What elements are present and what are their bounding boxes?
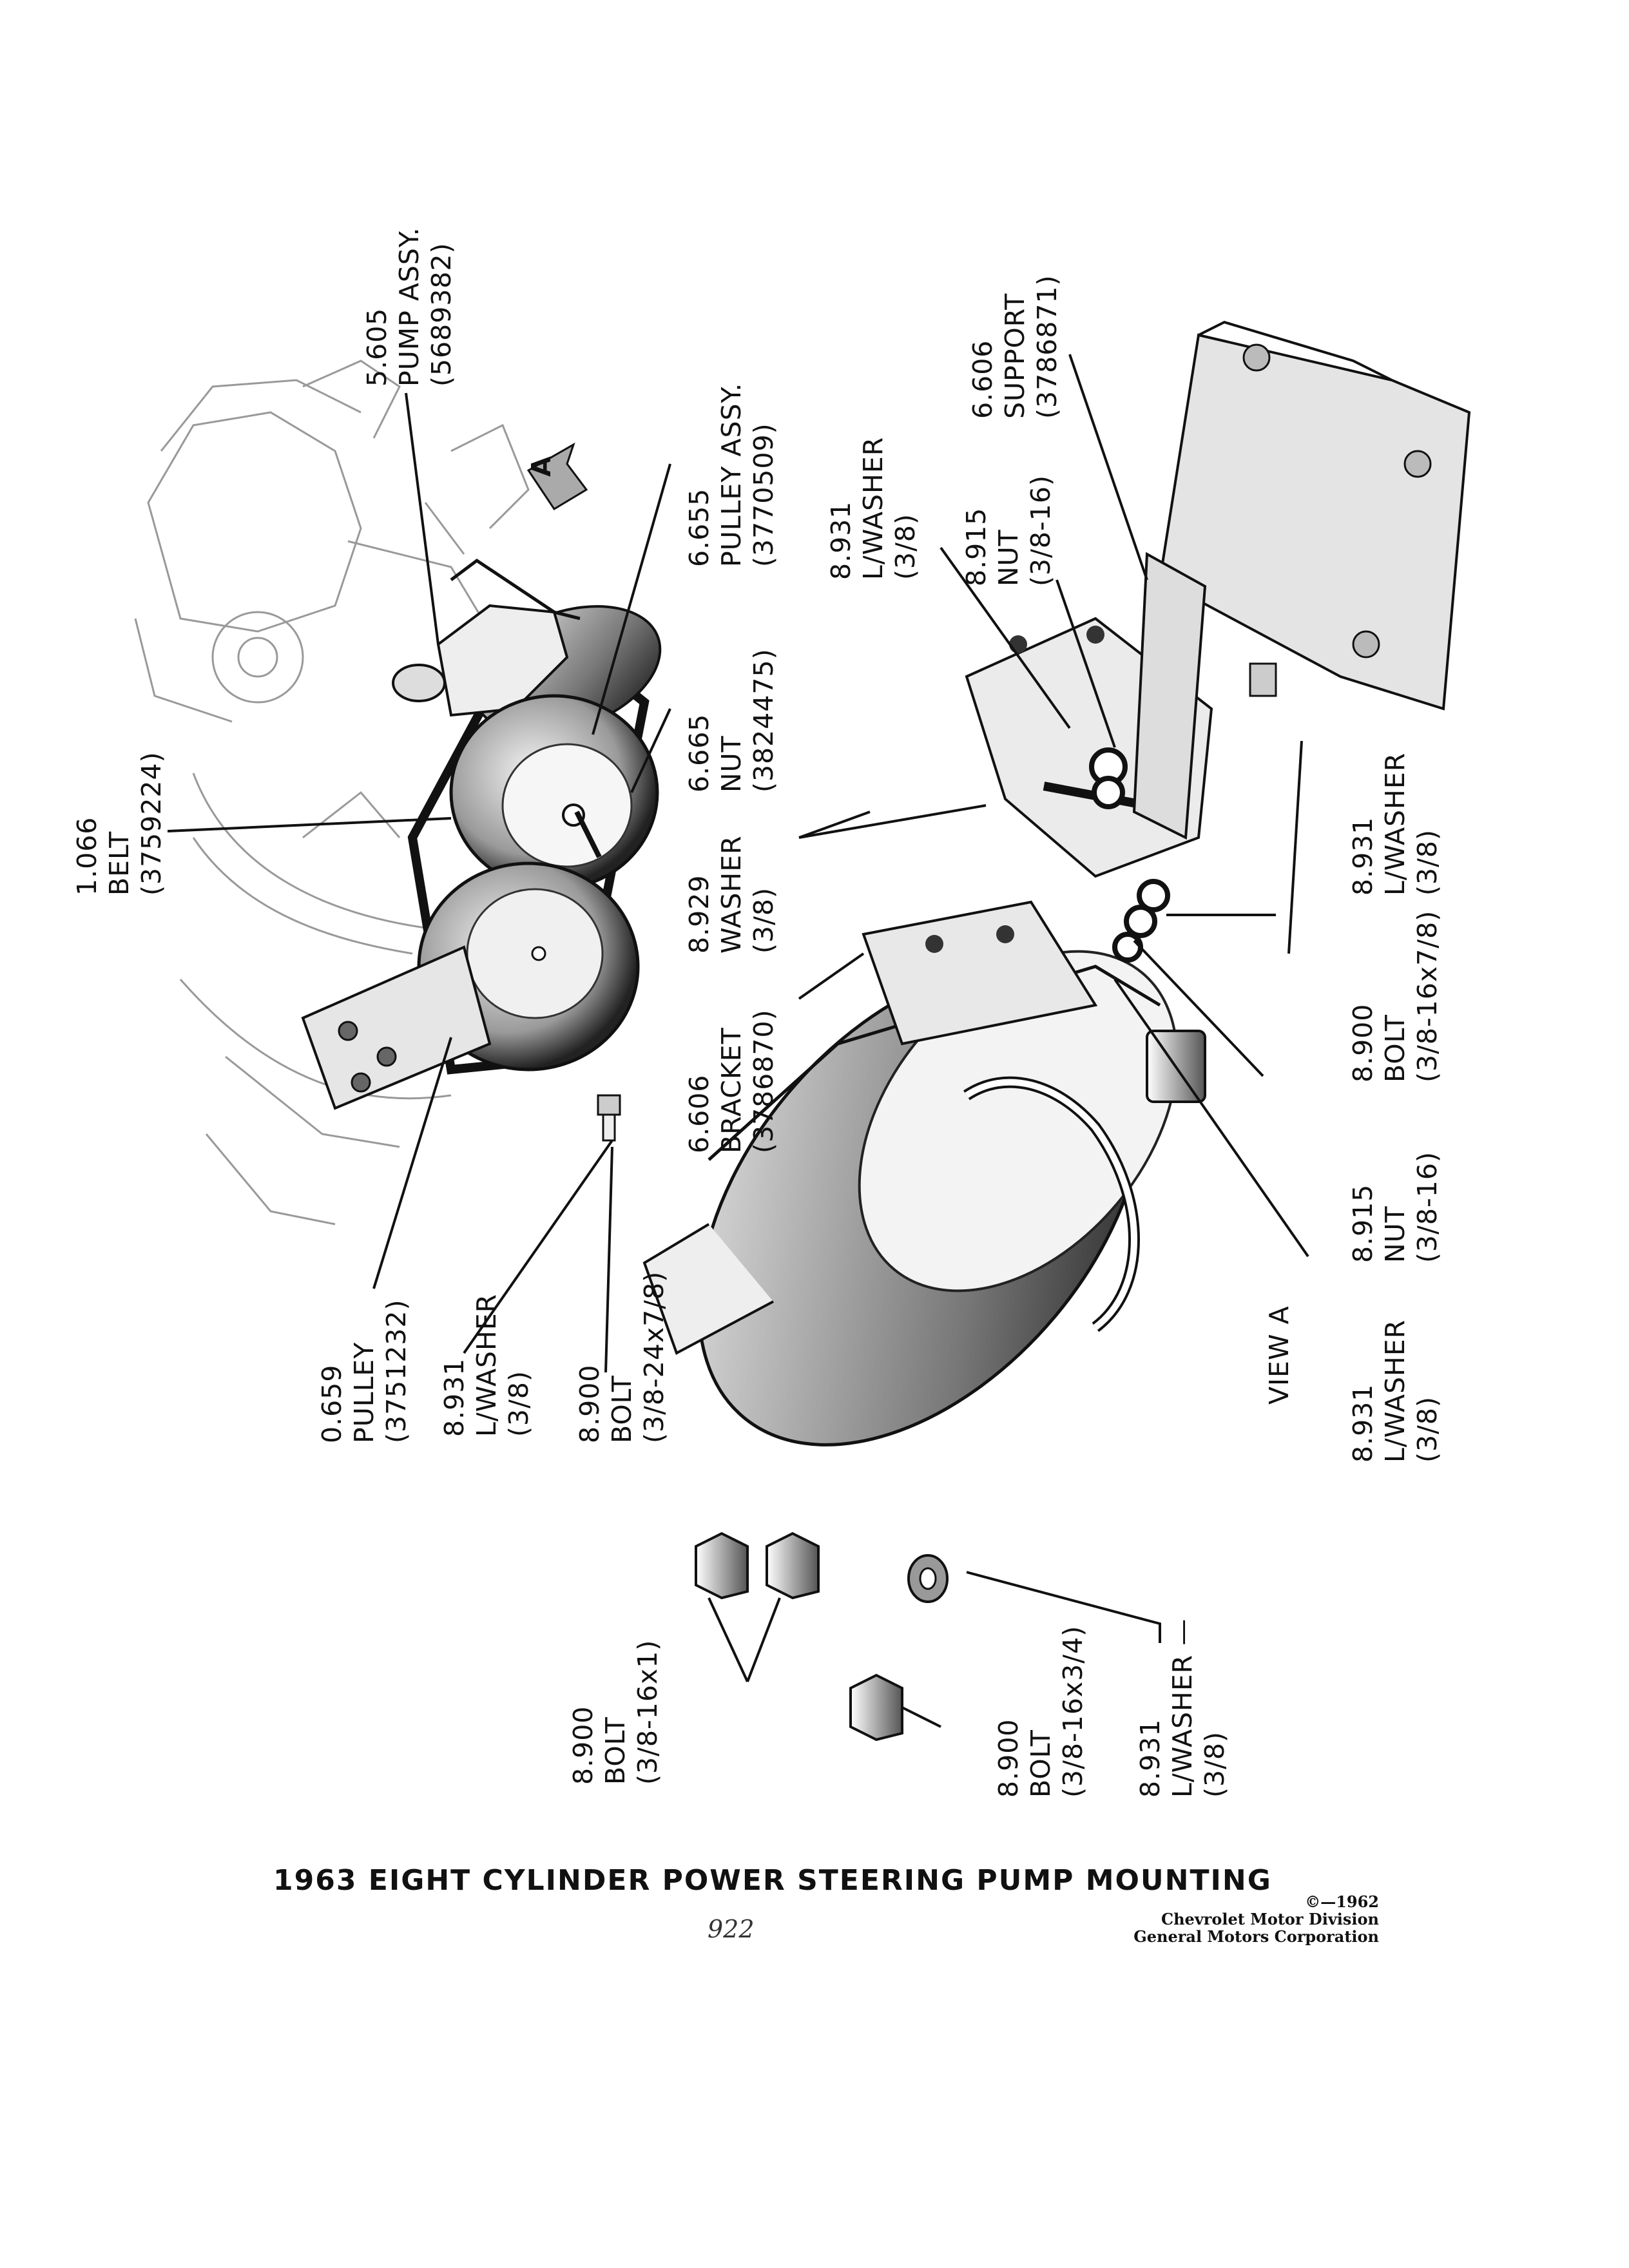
lwasher-pulley-part: (3/8)	[503, 1370, 534, 1437]
support	[1132, 320, 1471, 840]
callout-lwasher-pulley: 8.931 L/WASHER (3/8)	[438, 1294, 535, 1437]
nut-mid-part: (3/8-16)	[1412, 1151, 1443, 1263]
lwasher-viewa-part: (3/8)	[1412, 1396, 1443, 1463]
callout-bolt-right: 8.900 BOLT (3/8-16x7/8)	[1347, 910, 1443, 1082]
pump-body-view-a	[642, 950, 1206, 1446]
support-num: 6.606	[967, 340, 998, 419]
washer-8929-num: 8.929	[684, 874, 715, 954]
lwasher-right-num: 8.931	[1347, 816, 1378, 896]
callout-lwasher-viewa: 8.931 L/WASHER (3/8)	[1347, 1320, 1443, 1463]
bolt-bottom1-part: (3/8-16x1)	[632, 1639, 663, 1785]
pulley-num: 0.659	[316, 1364, 347, 1443]
bolt-right-num: 8.900	[1347, 1003, 1378, 1082]
nut-mid-num: 8.915	[1347, 1184, 1378, 1263]
view-a-label: VIEW A	[1264, 1305, 1295, 1405]
callout-arrow-a: A	[525, 456, 557, 477]
bolt-right-name: BOLT	[1380, 1014, 1411, 1082]
pump-assy-num: 5.605	[361, 307, 392, 387]
callout-support: 6.606 SUPPORT (3786871)	[967, 274, 1063, 419]
copyright-notice: ©—1962 Chevrolet Motor Division General …	[1121, 1893, 1379, 1945]
belt-part: (3759224)	[136, 751, 167, 896]
lwasher-bottom-num: 8.931	[1135, 1718, 1166, 1798]
nut-6665-name: NUT	[716, 735, 747, 793]
nut-mid-name: NUT	[1380, 1206, 1411, 1263]
pump-assy-part: (5689382)	[426, 242, 457, 387]
callout-nut-6665: 6.665 NUT (3824475)	[683, 648, 780, 793]
callout-nut-top: 8.915 NUT (3/8-16)	[960, 475, 1057, 586]
crank-pulley	[301, 861, 640, 1110]
callout-pulley-assy: 6.655 PULLEY ASSY. (3770509)	[683, 383, 780, 567]
callout-belt: 1.066 BELT (3759224)	[71, 751, 168, 896]
bolt-bottom2-num: 8.900	[993, 1718, 1024, 1798]
pump-assy-name: PUMP ASSY.	[394, 227, 425, 387]
pulley-assy-part: (3770509)	[748, 423, 779, 567]
lwasher-viewa-name: L/WASHER	[1380, 1319, 1411, 1463]
washer-8929-part: (3/8)	[748, 887, 779, 954]
bolt-bottom1-name: BOLT	[600, 1716, 631, 1785]
bolt-pulley-num: 8.900	[574, 1364, 605, 1443]
copyright-line-1: ©—1962	[1305, 1892, 1379, 1911]
callout-bolt-bottom1: 8.900 BOLT (3/8-16x1)	[567, 1640, 664, 1785]
bolt-bottom2-name: BOLT	[1025, 1729, 1056, 1798]
copyright-line-2: Chevrolet Motor Division	[1161, 1910, 1379, 1928]
callout-lwasher-top: 8.931 L/WASHER (3/8)	[825, 437, 921, 580]
page-number: 922	[708, 1915, 755, 1943]
callout-view-a: VIEW A	[1263, 1305, 1295, 1405]
belt-name: BELT	[104, 831, 135, 896]
lwasher-right-part: (3/8)	[1412, 829, 1443, 896]
nut-top-part: (3/8-16)	[1025, 475, 1056, 586]
belt-num: 1.066	[72, 816, 102, 896]
bracket-part: (3786870)	[748, 1009, 779, 1153]
lwasher-bottom-name: L/WASHER —	[1167, 1618, 1198, 1798]
callout-lwasher-bottom: 8.931 L/WASHER — (3/8)	[1134, 1619, 1231, 1798]
lwasher-top-num: 8.931	[825, 501, 856, 580]
view-a-arrow	[526, 442, 588, 511]
arrow-a-label: A	[526, 456, 557, 477]
lwasher-viewa-num: 8.931	[1347, 1383, 1378, 1463]
support-name: SUPPORT	[999, 293, 1030, 419]
bolt-pulley-part: (3/8-24x7/8)	[639, 1271, 670, 1443]
callout-pulley: 0.659 PULLEY (3751232)	[316, 1299, 412, 1443]
pulley-name: PULLEY	[349, 1341, 380, 1443]
bracket-name: BRACKET	[716, 1027, 747, 1153]
pump-pulley	[449, 694, 659, 891]
nut-top-name: NUT	[993, 529, 1024, 586]
bracket-num: 6.606	[684, 1074, 715, 1153]
lwasher-pulley-name: L/WASHER	[471, 1293, 502, 1437]
nut-6665-num: 6.665	[684, 713, 715, 793]
bolt-right-part: (3/8-16x7/8)	[1412, 910, 1443, 1082]
callout-lwasher-right: 8.931 L/WASHER (3/8)	[1347, 753, 1443, 896]
bracket	[862, 900, 1098, 1046]
bottom-hardware	[695, 1532, 949, 1742]
engine-outline	[134, 360, 530, 1225]
nut-6665-part: (3824475)	[748, 648, 779, 793]
callout-bolt-pulley: 8.900 BOLT (3/8-24x7/8)	[574, 1271, 670, 1443]
callout-pump-assy: 5.605 PUMP ASSY. (5689382)	[361, 227, 458, 387]
callout-bracket: 6.606 BRACKET (3786870)	[683, 1009, 780, 1153]
pulley-bolt	[597, 1094, 621, 1142]
nut-top-num: 8.915	[961, 507, 992, 586]
lwasher-right-name: L/WASHER	[1380, 752, 1411, 896]
lwasher-pulley-num: 8.931	[439, 1358, 470, 1437]
copyright-line-3: General Motors Corporation	[1133, 1927, 1379, 1946]
callout-washer-8929: 8.929 WASHER (3/8)	[683, 835, 780, 954]
bolt-bottom2-part: (3/8-16x3/4)	[1057, 1625, 1088, 1798]
page-title: 1963 EIGHT CYLINDER POWER STEERING PUMP …	[273, 1864, 1272, 1897]
callout-nut-mid: 8.915 NUT (3/8-16)	[1347, 1151, 1443, 1263]
lwasher-top-part: (3/8)	[890, 514, 921, 580]
lwasher-top-name: L/WASHER	[858, 436, 889, 580]
support-part: (3786871)	[1032, 274, 1063, 419]
pulley-assy-name: PULLEY ASSY.	[716, 382, 747, 567]
leader-lines	[167, 354, 1309, 1728]
callout-bolt-bottom2: 8.900 BOLT (3/8-16x3/4)	[992, 1626, 1089, 1798]
bolt-pulley-name: BOLT	[606, 1375, 637, 1443]
washer-8929-name: WASHER	[716, 835, 747, 954]
pulley-assy-num: 6.655	[684, 488, 715, 567]
lwasher-bottom-part: (3/8)	[1199, 1731, 1230, 1798]
bolt-bottom1-num: 8.900	[568, 1706, 599, 1785]
pulley-part: (3751232)	[381, 1299, 412, 1443]
